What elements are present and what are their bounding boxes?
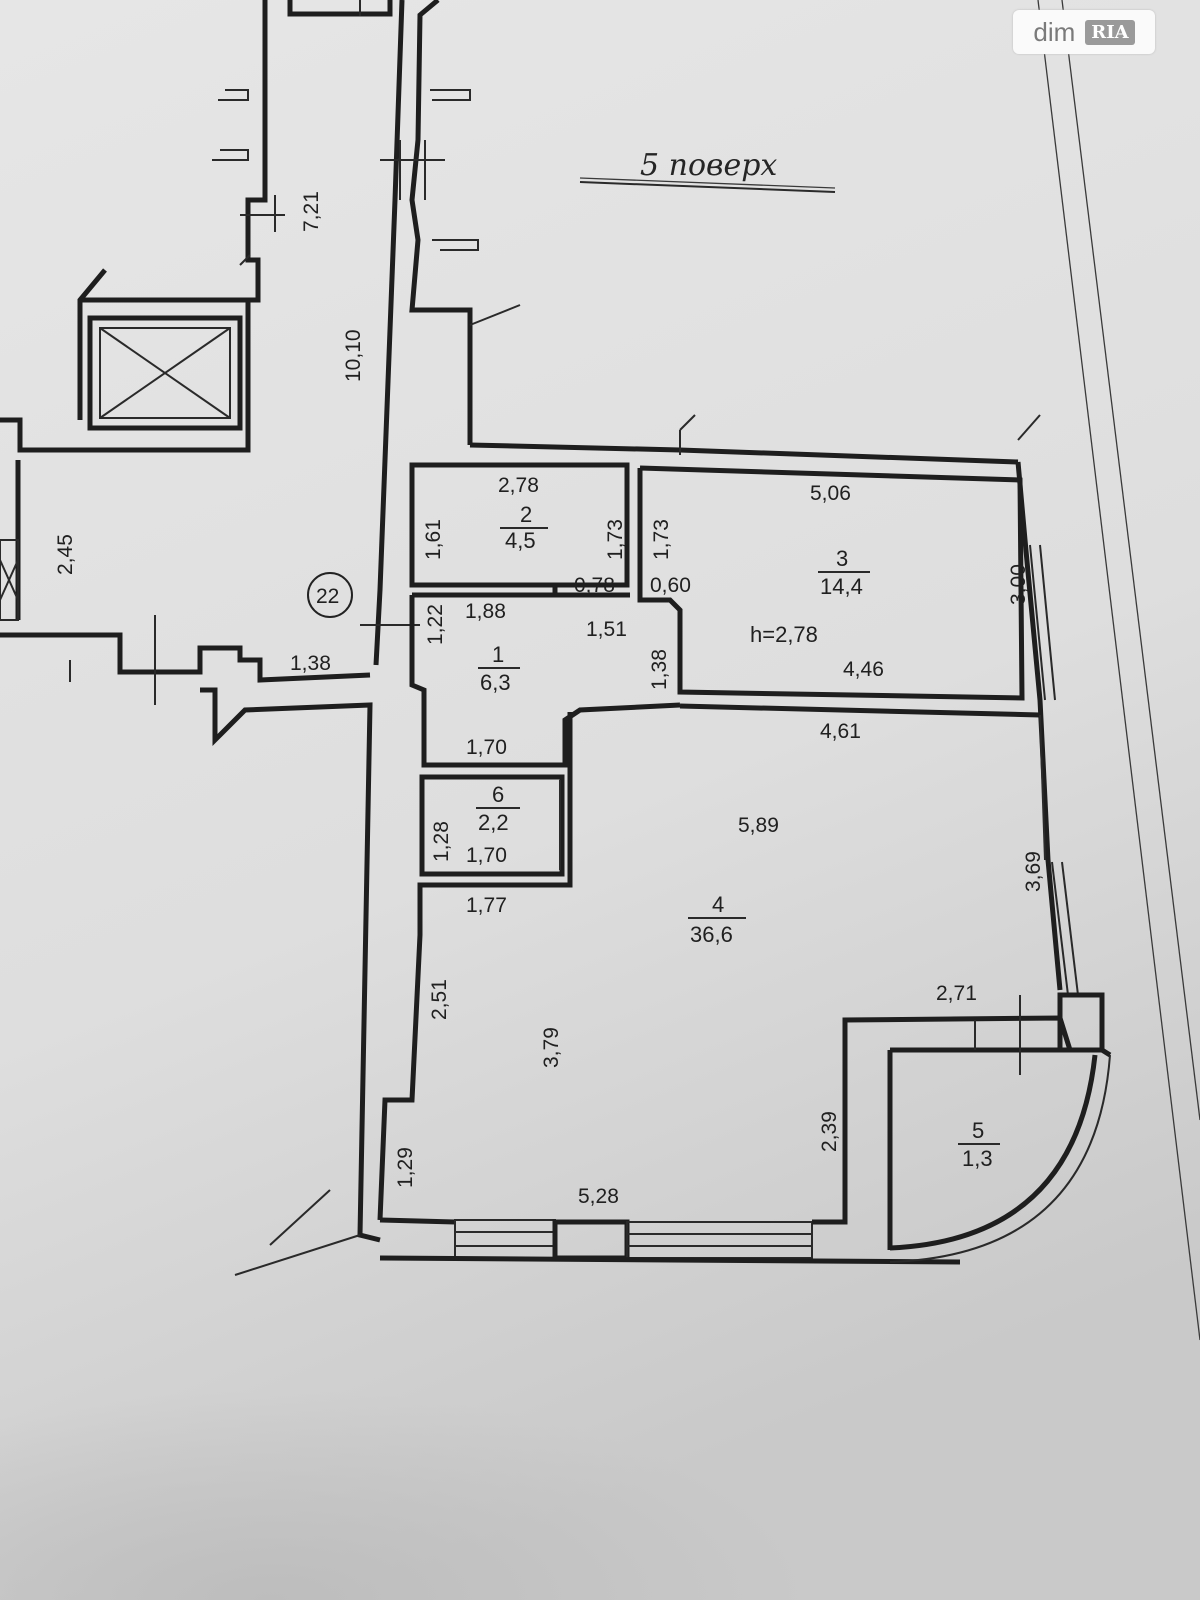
dim-r1-mid: 1,51 bbox=[586, 618, 627, 641]
dim-corridor-len: 10,10 bbox=[342, 329, 365, 382]
paper-edge-line-2 bbox=[1061, 0, 1200, 1121]
room-2-area: 4,5 bbox=[505, 528, 536, 553]
room-5-number: 5 bbox=[972, 1118, 984, 1143]
room-5-area: 1,3 bbox=[962, 1146, 993, 1171]
dim-r1-right: 1,38 bbox=[648, 649, 671, 690]
dim-r1-top: 1,88 bbox=[465, 600, 506, 623]
dim-r4-177: 1,77 bbox=[466, 894, 507, 917]
room-1-area: 6,3 bbox=[480, 670, 511, 695]
dim-r1-left: 1,22 bbox=[424, 604, 447, 645]
dim-r4-right: 3,69 bbox=[1022, 851, 1045, 892]
dim-r2-top: 2,78 bbox=[498, 474, 539, 497]
title-underline bbox=[579, 181, 836, 193]
dim-stair-len: 7,21 bbox=[300, 191, 323, 232]
dim-r3-step: 0,60 bbox=[650, 574, 691, 597]
apartment-number: 22 bbox=[316, 585, 339, 608]
dim-r4-251: 2,51 bbox=[428, 979, 451, 1020]
dim-r4-mid: 5,89 bbox=[738, 814, 779, 837]
corridor-walls bbox=[0, 0, 521, 1276]
room-3-number: 3 bbox=[836, 546, 848, 571]
watermark-brand: dim bbox=[1033, 16, 1076, 47]
ceiling-height: h=2,78 bbox=[750, 622, 818, 647]
dim-r2-right: 1,73 bbox=[604, 519, 627, 560]
left-partial-wall bbox=[0, 460, 21, 621]
stair-block bbox=[0, 0, 393, 453]
watermark-brand-mark: RIA bbox=[1085, 19, 1135, 45]
dim-r4-129: 1,29 bbox=[394, 1147, 417, 1188]
dim-r4-bottom: 5,28 bbox=[578, 1185, 619, 1208]
dim-r4-271: 2,71 bbox=[936, 982, 977, 1005]
dim-r6-left: 1,28 bbox=[430, 821, 453, 862]
dim-r3-left: 1,73 bbox=[650, 519, 673, 560]
floor-title: 5 поверх bbox=[640, 148, 777, 183]
room-4-number: 4 bbox=[712, 892, 724, 917]
dim-r3-top: 5,06 bbox=[810, 482, 851, 505]
site-watermark-logo: dim RIA bbox=[1013, 10, 1155, 54]
apartment-number-circle bbox=[307, 572, 353, 618]
interior-partitions bbox=[377, 462, 1046, 1221]
dim-left-245: 2,45 bbox=[54, 534, 77, 575]
shadow-area bbox=[0, 1250, 900, 1600]
room-6-area: 2,2 bbox=[478, 810, 509, 835]
dim-r3-right: 3,00 bbox=[1007, 564, 1030, 605]
room-3-area: 14,4 bbox=[820, 574, 863, 599]
dim-r4-top: 4,61 bbox=[820, 720, 861, 743]
title-underline-2 bbox=[579, 177, 836, 189]
dim-r4-379: 3,79 bbox=[540, 1027, 563, 1068]
dim-r1-bottom: 1,70 bbox=[466, 736, 507, 759]
room-2-number: 2 bbox=[520, 502, 532, 527]
dim-r6-bottom: 1,70 bbox=[466, 844, 507, 867]
paper-edge-line bbox=[1037, 0, 1200, 1341]
dim-r2-step: 0,78 bbox=[574, 574, 615, 597]
dim-corr-138: 1,38 bbox=[290, 652, 331, 675]
room-4-area: 36,6 bbox=[690, 922, 733, 947]
room-6-number: 6 bbox=[492, 782, 504, 807]
dim-r4-239: 2,39 bbox=[818, 1111, 841, 1152]
dim-r3-bottom: 4,46 bbox=[843, 658, 884, 681]
dim-r2-left: 1,61 bbox=[422, 519, 445, 560]
room-1-number: 1 bbox=[492, 642, 504, 667]
